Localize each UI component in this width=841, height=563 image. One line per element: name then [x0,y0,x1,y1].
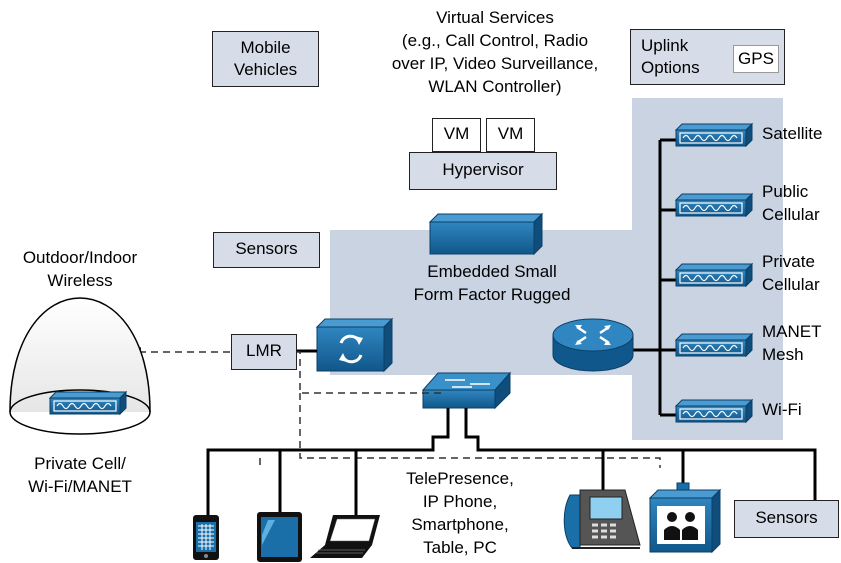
switch-icon [421,371,512,410]
gps-label: GPS [738,49,774,68]
private-cellular-modem-icon [675,263,753,287]
endpoints-label: TelePresence, IP Phone, Smartphone, Tabl… [380,467,540,559]
embedded-region [330,98,783,440]
uplink-satellite-label: Satellite [762,122,822,145]
vm1-label: VM [443,124,470,143]
endpoints-line1: TelePresence, [406,469,514,488]
endpoints-line4: Table, PC [423,538,497,557]
uplink-public-line1: Public [762,182,809,201]
uplink-wifi-line1: Wi-Fi [762,400,802,419]
outdoor-wireless-label: Outdoor/Indoor Wireless [0,246,160,292]
uplink-public-cellular-label: Public Cellular [762,180,820,226]
wireless-dashed-link [140,351,661,468]
uplink-private-line2: Cellular [762,275,820,294]
outdoor-line1: Outdoor/Indoor [22,248,138,267]
virtual-services-line3: over IP, Video Surveillance, [391,54,599,73]
embedded-label: Embedded Small Form Factor Rugged [392,260,592,306]
endpoints-line2: IP Phone, [422,492,498,511]
smartphone-icon [193,515,219,560]
uplink-public-line2: Cellular [762,205,820,224]
hypervisor-box: Hypervisor [409,152,557,190]
public-cellular-modem-icon [675,193,753,217]
manet-mesh-modem-icon [675,333,753,357]
uplink-manet-line2: Mesh [762,345,804,364]
embedded-server-icon [428,212,544,256]
endpoints-line3: Smartphone, [411,515,509,534]
uplink-satellite-line1: Satellite [762,124,823,143]
lmr-box: LMR [231,334,297,370]
satellite-modem-icon [675,123,753,147]
lmr-label: LMR [246,341,282,360]
router-icon [552,318,634,372]
telepresence-icon [648,482,722,554]
vm-box-1: VM [432,118,481,152]
virtual-services-line2: (e.g., Call Control, Radio [401,31,589,50]
virtual-services-line1: Virtual Services [436,8,554,27]
ip-phone-icon [563,489,641,549]
hypervisor-label: Hypervisor [442,160,524,179]
private-cell-label: Private Cell/ Wi-Fi/MANET [0,452,160,498]
lmr-gateway-icon [315,317,394,373]
sensors-bottom-label: Sensors [755,508,818,527]
laptop-icon [310,515,380,558]
sensors-top-box: Sensors [213,232,320,268]
private-cell-line2: Wi-Fi/MANET [28,477,132,496]
embedded-line2: Form Factor Rugged [413,285,571,304]
vm-box-2: VM [486,118,535,152]
uplink-manet-mesh-label: MANET Mesh [762,320,822,366]
sensors-bottom-box: Sensors [734,500,839,538]
sensors-top-label: Sensors [235,239,298,258]
vm2-label: VM [497,124,524,143]
uplink-manet-line1: MANET [762,322,822,341]
gps-box: GPS [733,45,779,73]
uplink-private-line1: Private [762,252,815,271]
virtual-services-line4: WLAN Controller) [428,77,562,96]
embedded-line1: Embedded Small [427,262,557,281]
virtual-services-label: Virtual Services (e.g., Call Control, Ra… [355,6,635,98]
uplink-private-cellular-label: Private Cellular [762,250,820,296]
outdoor-line2: Wireless [47,271,113,290]
private-cell-line1: Private Cell/ [34,454,126,473]
uplink-options-line2: Options [641,58,700,77]
uplink-options-line1: Uplink [641,36,689,55]
mobile-vehicles-line2: Vehicles [233,60,298,79]
wifi-modem-icon [675,399,753,423]
tablet-icon [257,512,302,562]
mobile-vehicles-box: Mobile Vehicles [212,31,319,87]
mobile-vehicles-line1: Mobile [240,38,291,57]
uplink-wifi-label: Wi-Fi [762,398,802,421]
private-cell-modem-icon [49,391,127,415]
wireless-dome-icon [9,297,151,435]
